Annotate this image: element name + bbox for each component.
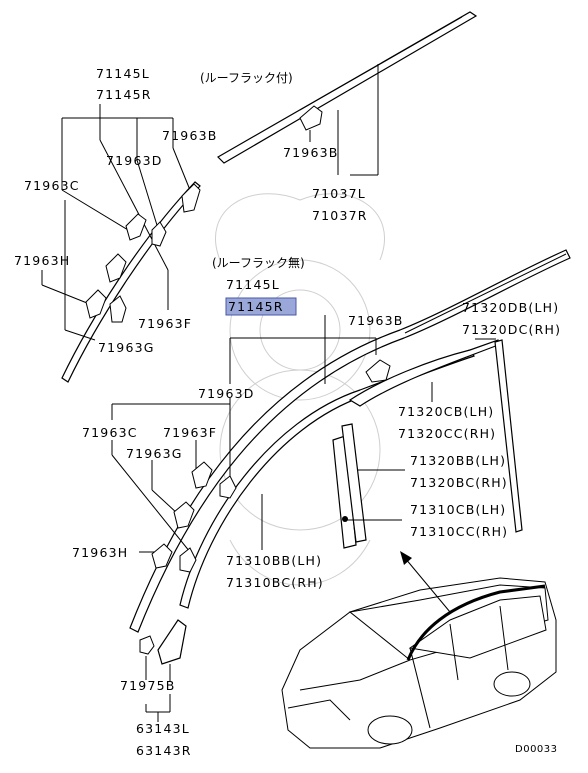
part-310bb-label: 71310BB(LH) xyxy=(226,553,322,568)
car-illustration xyxy=(281,577,557,749)
lower-clip-c-label: 71963C xyxy=(82,425,138,440)
lower-drip-molding xyxy=(129,249,571,633)
upper-clip-h-label: 71963H xyxy=(14,253,70,268)
upper-clip-g-label: 71963G xyxy=(98,340,155,355)
rack-molding-r-label: 71037R xyxy=(312,208,368,223)
lower-clip-d-label: 71963D xyxy=(198,386,255,401)
part-320cc-label: 71320CC(RH) xyxy=(398,426,496,441)
part-320db-label: 71320DB(LH) xyxy=(462,300,559,315)
corner-pieces xyxy=(139,619,187,722)
upper-part-l-label: 71145L xyxy=(96,66,150,81)
roof-rack-with-note: (ルーフラック付) xyxy=(200,71,293,85)
upper-clip-c-label: 71963C xyxy=(24,178,80,193)
direction-arrow xyxy=(400,551,451,613)
lower-clip-b-label: 71963B xyxy=(348,313,404,328)
clip-75b-label: 71975B xyxy=(120,678,176,693)
lower-clips xyxy=(151,359,391,573)
lower-clip-h-label: 71963H xyxy=(72,545,128,560)
roof-rack-molding xyxy=(217,11,478,176)
mid-part-l-label: 71145L xyxy=(226,277,280,292)
upper-leader-lines xyxy=(41,104,191,341)
part-320bb-label: 71320BB(LH) xyxy=(410,453,506,468)
part-310cb-label: 71310CB(LH) xyxy=(410,502,506,517)
part-320dc-label: 71320DC(RH) xyxy=(462,322,561,337)
rack-molding-l-label: 71037L xyxy=(312,186,366,201)
upper-clip-d-label: 71963D xyxy=(106,153,163,168)
rack-clip-b xyxy=(299,105,323,142)
door-frame-moldings xyxy=(179,339,523,609)
part-320bc-label: 71320BC(RH) xyxy=(410,475,508,490)
part-63143r-label: 63143R xyxy=(136,743,192,758)
rack-clip-b-label: 71963B xyxy=(283,145,339,160)
roof-rack-without-note: (ルーフラック無) xyxy=(212,255,305,270)
upper-clips xyxy=(85,183,201,323)
upper-clip-f-label: 71963F xyxy=(138,316,192,331)
part-63143l-label: 63143L xyxy=(136,721,190,736)
pillar-clip-dot xyxy=(342,516,348,522)
watermark-emblem xyxy=(214,193,386,586)
lower-clip-f-label: 71963F xyxy=(163,425,217,440)
part-320cb-label: 71320CB(LH) xyxy=(398,404,494,419)
upper-part-r-label: 71145R xyxy=(96,87,152,102)
lower-clip-g-label: 71963G xyxy=(126,446,183,461)
part-310cc-label: 71310CC(RH) xyxy=(410,524,508,539)
mid-part-r-label[interactable]: 71145R xyxy=(228,299,284,314)
upper-clip-b-label: 71963B xyxy=(162,128,218,143)
highlight-box[interactable] xyxy=(225,297,297,316)
part-310bc-label: 71310BC(RH) xyxy=(226,575,324,590)
diagram-code: D00033 xyxy=(515,744,558,755)
